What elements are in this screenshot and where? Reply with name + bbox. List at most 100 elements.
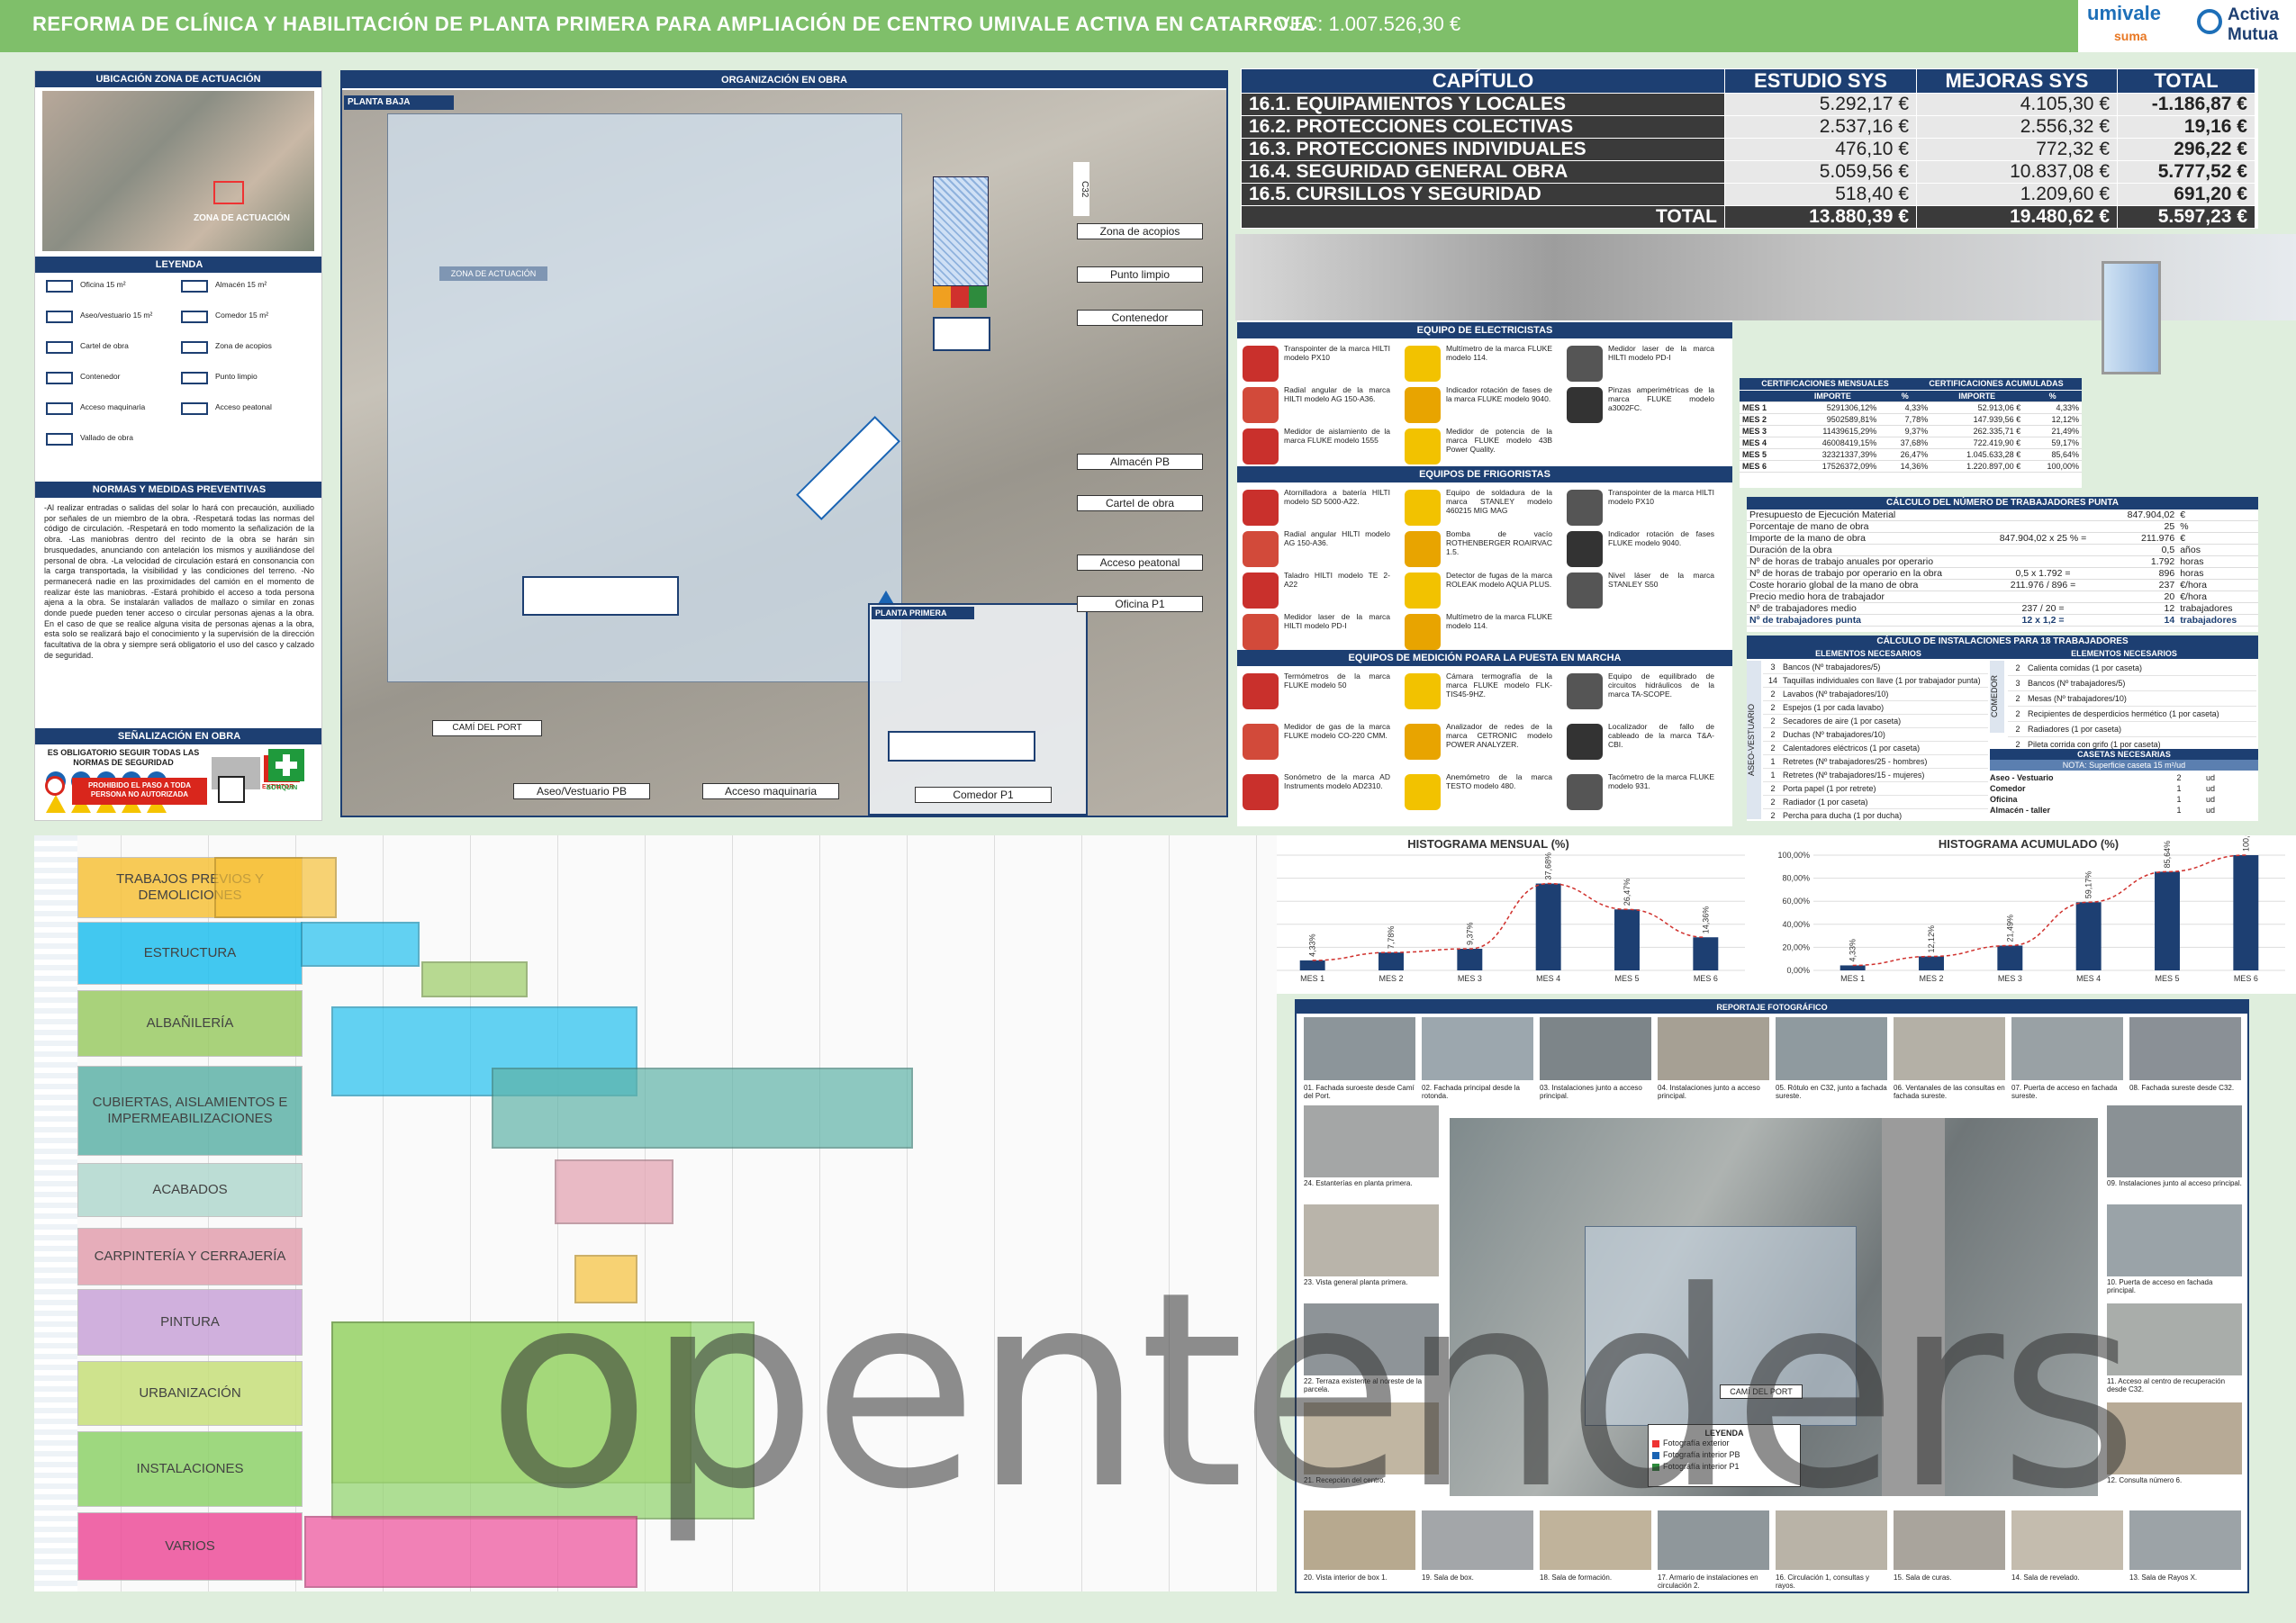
umivale-logo: umivale bbox=[2087, 2, 2161, 24]
inst-text: Radiadores (1 por caseta) bbox=[2028, 725, 2122, 734]
trab-unit: €/hora bbox=[2177, 579, 2258, 591]
x-tick-label: MES 2 bbox=[1919, 974, 1943, 983]
header-bar bbox=[0, 0, 2296, 52]
tool-item: Termómetros de la marca FLUKE modelo 50 bbox=[1243, 672, 1397, 713]
th-estudio: ESTUDIO SYS bbox=[1724, 68, 1917, 94]
tool-item: Medidor laser de la marca HILTI modelo P… bbox=[1243, 612, 1397, 654]
gantt-category: INSTALACIONES bbox=[77, 1431, 303, 1507]
photo-thumb bbox=[1894, 1510, 2005, 1570]
trab-calc bbox=[1977, 591, 2109, 603]
cert-cell-mes: MES 3 bbox=[1740, 425, 1786, 437]
y-tick-label: 0,00% bbox=[1786, 966, 1810, 975]
inst-qty: 3 bbox=[1770, 663, 1776, 672]
gantt-band bbox=[555, 1159, 673, 1224]
x-tick-label: MES 3 bbox=[1998, 974, 2022, 983]
photo-thumb bbox=[1422, 1510, 1533, 1570]
cost-total: 296,22 € bbox=[2117, 138, 2255, 161]
tool-item: Radial angular HILTI modelo AG 150-A36. bbox=[1243, 529, 1397, 571]
cert-cell-apct: 59,17% bbox=[2023, 437, 2082, 449]
photo-caption: 18. Sala de formación. bbox=[1540, 1573, 1613, 1582]
chart-1: HISTOGRAMA ACUMULADO (%)0,00%20,00%40,00… bbox=[1777, 835, 2285, 983]
legend-label: Comedor 15 m² bbox=[215, 311, 269, 320]
bar-value-label: 85,64% bbox=[2163, 841, 2172, 869]
photo-caption: 14. Sala de revelado. bbox=[2011, 1573, 2080, 1582]
photo-caption: 17. Armario de instalaciones en circulac… bbox=[1658, 1573, 1758, 1590]
x-tick-label: MES 1 bbox=[1840, 974, 1865, 983]
legend-label: Acceso maquinaria bbox=[80, 402, 146, 411]
tool-description: Radial angular HILTI modelo AG 150-A36. bbox=[1284, 529, 1390, 547]
cost-mejoras: 10.837,08 € bbox=[1916, 160, 2118, 184]
legend-label: Cartel de obra bbox=[80, 341, 129, 350]
botiquin-label: BOTIQUIN bbox=[267, 785, 298, 791]
callout-contenedor: Contenedor bbox=[1077, 310, 1203, 326]
cost-estudio: 476,10 € bbox=[1724, 138, 1917, 161]
cert-cell-imp: 32321337,39% bbox=[1785, 448, 1880, 461]
cert-cell-mes: MES 5 bbox=[1740, 448, 1786, 461]
inst-qty: 2 bbox=[1770, 811, 1776, 820]
trab-calc bbox=[1977, 520, 2109, 533]
photo-caption: 11. Acceso al centro de recuperación des… bbox=[2107, 1377, 2226, 1393]
inst-text: Duchas (Nº trabajadores/10) bbox=[1783, 730, 1885, 739]
inst-text: Espejos (1 por cada lavabo) bbox=[1783, 703, 1885, 712]
trab-value: 20 bbox=[2109, 591, 2178, 603]
bar bbox=[2155, 871, 2180, 970]
cost-table: CAPÍTULO ESTUDIO SYS MEJORAS SYS TOTAL 1… bbox=[1241, 68, 2255, 229]
gantt-band bbox=[214, 857, 337, 918]
trab-unit: €/hora bbox=[2177, 591, 2258, 603]
legend-symbol-icon bbox=[181, 311, 208, 323]
tool-item: Multímetro de la marca FLUKE modelo 114. bbox=[1405, 344, 1559, 385]
zona-marker bbox=[213, 181, 244, 204]
acopios-zone bbox=[933, 176, 989, 286]
legend-label: Almacén 15 m² bbox=[215, 280, 267, 289]
tool-item: Radial angular de la marca HILTI modelo … bbox=[1243, 385, 1397, 427]
photo-thumb bbox=[1304, 1017, 1415, 1080]
gantt-category: ACABADOS bbox=[77, 1163, 303, 1217]
contenedor-box bbox=[933, 317, 990, 351]
y-tick-label: 60,00% bbox=[1782, 897, 1810, 906]
cami-del-port-label: CAMÍ DEL PORT bbox=[432, 720, 542, 736]
trab-label: Precio medio hora de trabajador bbox=[1747, 591, 1977, 603]
planta-baja-label: PLANTA BAJA bbox=[344, 95, 454, 110]
cert-title-right: CERTIFICACIONES ACUMULADAS bbox=[1911, 378, 2082, 390]
gantt-category: URBANIZACIÓN bbox=[77, 1361, 303, 1426]
logo-area: umivale suma Activa Mutua bbox=[2078, 0, 2296, 52]
tool-description: Anemómetro de la marca TESTO modelo 480. bbox=[1446, 772, 1552, 790]
photo-caption: 15. Sala de curas. bbox=[1894, 1573, 1952, 1582]
tool-description: Medidor de gas de la marca FLUKE modelo … bbox=[1284, 722, 1390, 740]
photo-caption: 13. Sala de Rayos X. bbox=[2129, 1573, 2198, 1582]
tool-description: Pinzas amperimétricas de la marca FLUKE … bbox=[1608, 385, 1714, 412]
tool-item: Taladro HILTI modelo TE 2-A22 bbox=[1243, 571, 1397, 612]
tool-description: Cámara termografía de la marca FLUKE mod… bbox=[1446, 672, 1552, 699]
tool-image bbox=[1243, 346, 1279, 382]
y-tick-label: 40,00% bbox=[1782, 920, 1810, 929]
legend-symbol-icon bbox=[46, 372, 73, 384]
photo-thumb bbox=[1304, 1402, 1439, 1474]
tool-item: Indicador rotación de fases de la marca … bbox=[1405, 385, 1559, 427]
inst-qty: 2 bbox=[1770, 690, 1776, 699]
extintor-label: EXTINTOR bbox=[262, 784, 294, 790]
cert-col-importe-acum: IMPORTE bbox=[1930, 391, 2024, 402]
photo-legend-title: LEYENDA bbox=[1704, 1429, 1744, 1438]
th-capitulo: CAPÍTULO bbox=[1241, 68, 1725, 94]
photo-thumb bbox=[1776, 1017, 1887, 1080]
inst-qty: 14 bbox=[1767, 676, 1777, 685]
tool-item: Multímetro de la marca FLUKE modelo 114. bbox=[1405, 612, 1559, 654]
photo-caption: 01. Fachada suroeste desde Camí del Port… bbox=[1304, 1084, 1415, 1100]
inst-qty: 2 bbox=[2015, 709, 2020, 718]
inst-qty: 2 bbox=[2015, 663, 2020, 672]
inst-sub-left: ELEMENTOS NECESARIOS bbox=[1747, 648, 1990, 659]
bar-value-label: 9,37% bbox=[1465, 922, 1474, 945]
photo-thumb bbox=[2107, 1105, 2242, 1177]
inst-qty: 2 bbox=[1770, 798, 1776, 807]
